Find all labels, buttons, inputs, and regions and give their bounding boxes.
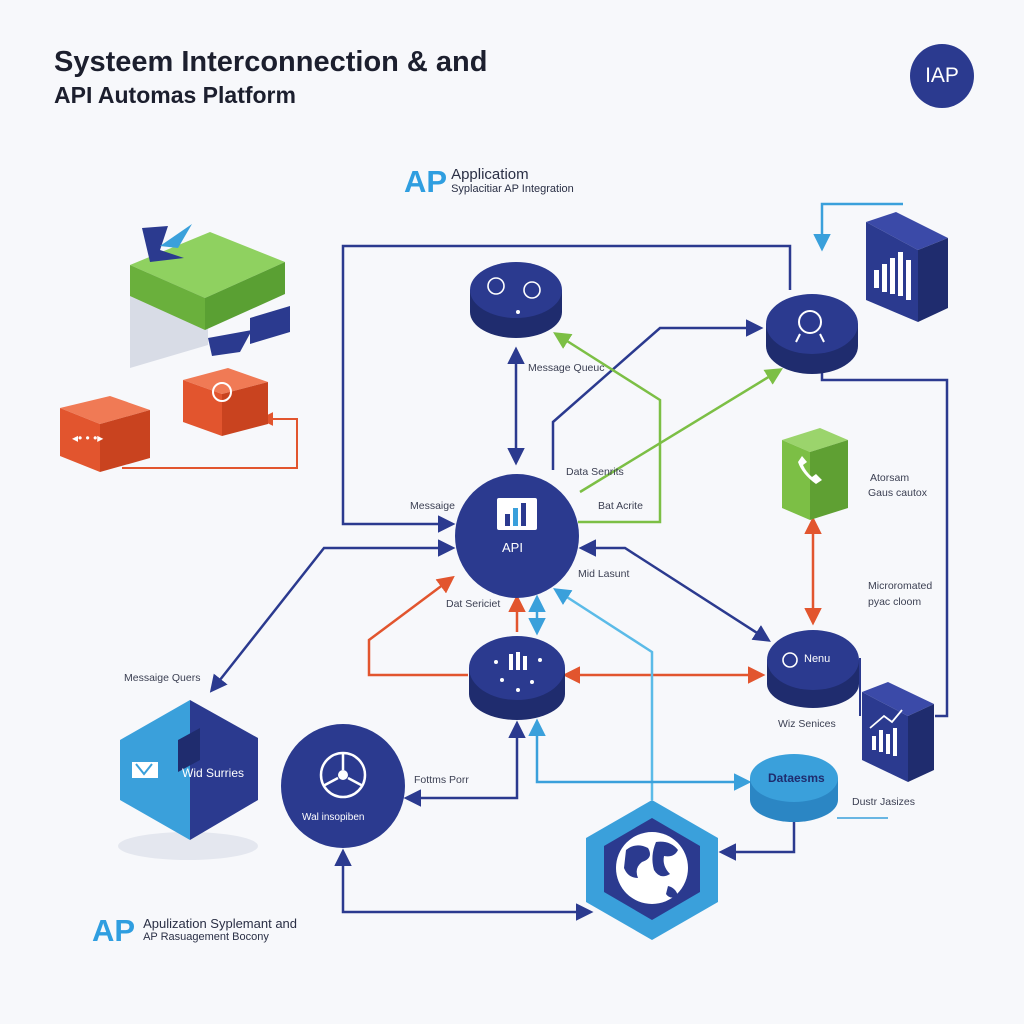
- integration-node-label: Wal insopiben: [302, 812, 365, 823]
- database-node: [750, 754, 838, 822]
- brand-bottom-mark: AP: [92, 913, 136, 948]
- edge-bottom-loop: [334, 848, 594, 921]
- label-microservices-1: Microromated: [868, 580, 933, 592]
- web-services-box: [118, 700, 258, 860]
- edge-integration: [403, 720, 526, 807]
- label-external-cloud-2: Gaus cautox: [868, 487, 927, 499]
- label-database: Dustr Jasizes: [852, 796, 916, 808]
- title-line-1: Systeem Interconnection & and: [54, 46, 488, 78]
- brand-bottom-line1: Apulization Syplemant and: [143, 916, 298, 931]
- title-line-2: API Automas Platform: [54, 82, 296, 108]
- green-server-block: [130, 224, 290, 368]
- bar-chart-cube-bottom: [862, 682, 934, 782]
- cloud-sync-node: [470, 262, 562, 338]
- brand-bottom-line2: AP Rasuagement Bocony: [143, 931, 269, 943]
- edge-right-loop: [820, 372, 949, 718]
- label-microservices-2: pyac cloom: [868, 596, 922, 608]
- edge-sky-db: [528, 718, 752, 791]
- edge-loop-top-to-api: [341, 244, 792, 533]
- brand-top-mark: AP: [404, 164, 448, 199]
- edge-left-to-api: [209, 539, 456, 693]
- label-message-queue: Message Queuc: [528, 362, 605, 374]
- svg-text:◂• • •▸: ◂• • •▸: [72, 431, 103, 445]
- connectors: [122, 202, 949, 921]
- globe-hexagon: [586, 800, 718, 940]
- edge-db-to-globe: [718, 822, 796, 861]
- brand-bottom: AP Apulization Syplemant and AP Rasuagem…: [92, 912, 297, 950]
- orange-box-right: [183, 368, 268, 436]
- db-services-label: Dataesms: [768, 771, 825, 785]
- edge-top-right-to-mid: [551, 319, 764, 470]
- edge-api-to-menu: [578, 539, 771, 642]
- edge-orange-boxes: [122, 412, 298, 469]
- page-title: Systeem Interconnection & and API Automa…: [54, 44, 488, 110]
- api-hub-label: API: [502, 540, 523, 555]
- iap-badge: IAP: [910, 44, 974, 108]
- brand-top-subtitle: Syplacitiar AP Integration: [451, 183, 574, 195]
- label-external-apis: Fottms Porr: [414, 774, 469, 786]
- label-web-services: Wiz Senices: [778, 718, 836, 730]
- menu-node: [767, 630, 859, 708]
- label-data-services: Data Senrits: [566, 466, 624, 478]
- integration-node: [281, 724, 405, 848]
- bar-chart-cube-top: [866, 212, 948, 322]
- brand-top: AP Applicatiom Syplacitiar AP Integratio…: [404, 162, 574, 202]
- search-node: [766, 294, 858, 374]
- label-message-queues-left: Messaige Quers: [124, 672, 201, 684]
- web-services-box-label: Wid Surries: [182, 766, 245, 780]
- brand-top-title: Applicatiom: [451, 166, 529, 183]
- phone-cube: [782, 428, 848, 520]
- label-messaging: Messaige: [410, 500, 455, 512]
- api-hub-node: [455, 474, 579, 598]
- label-data-service-left: Dat Sericiet: [446, 598, 501, 610]
- label-mid-layout: Mid Lasunt: [578, 568, 630, 580]
- edge-green-diagonal: [579, 368, 783, 494]
- edge-orange-left: [367, 575, 468, 677]
- label-external-cloud-1: Atorsam: [870, 472, 910, 484]
- orange-box-left: ◂• • •▸: [60, 396, 150, 472]
- menu-node-label: Nenu: [804, 653, 831, 665]
- edge-bar-chart-link: [813, 202, 903, 252]
- label-bat-active: Bat Acrite: [598, 500, 643, 512]
- edge-sky-long: [553, 588, 654, 800]
- processing-node: [469, 636, 565, 720]
- edge-green-top: [553, 332, 662, 524]
